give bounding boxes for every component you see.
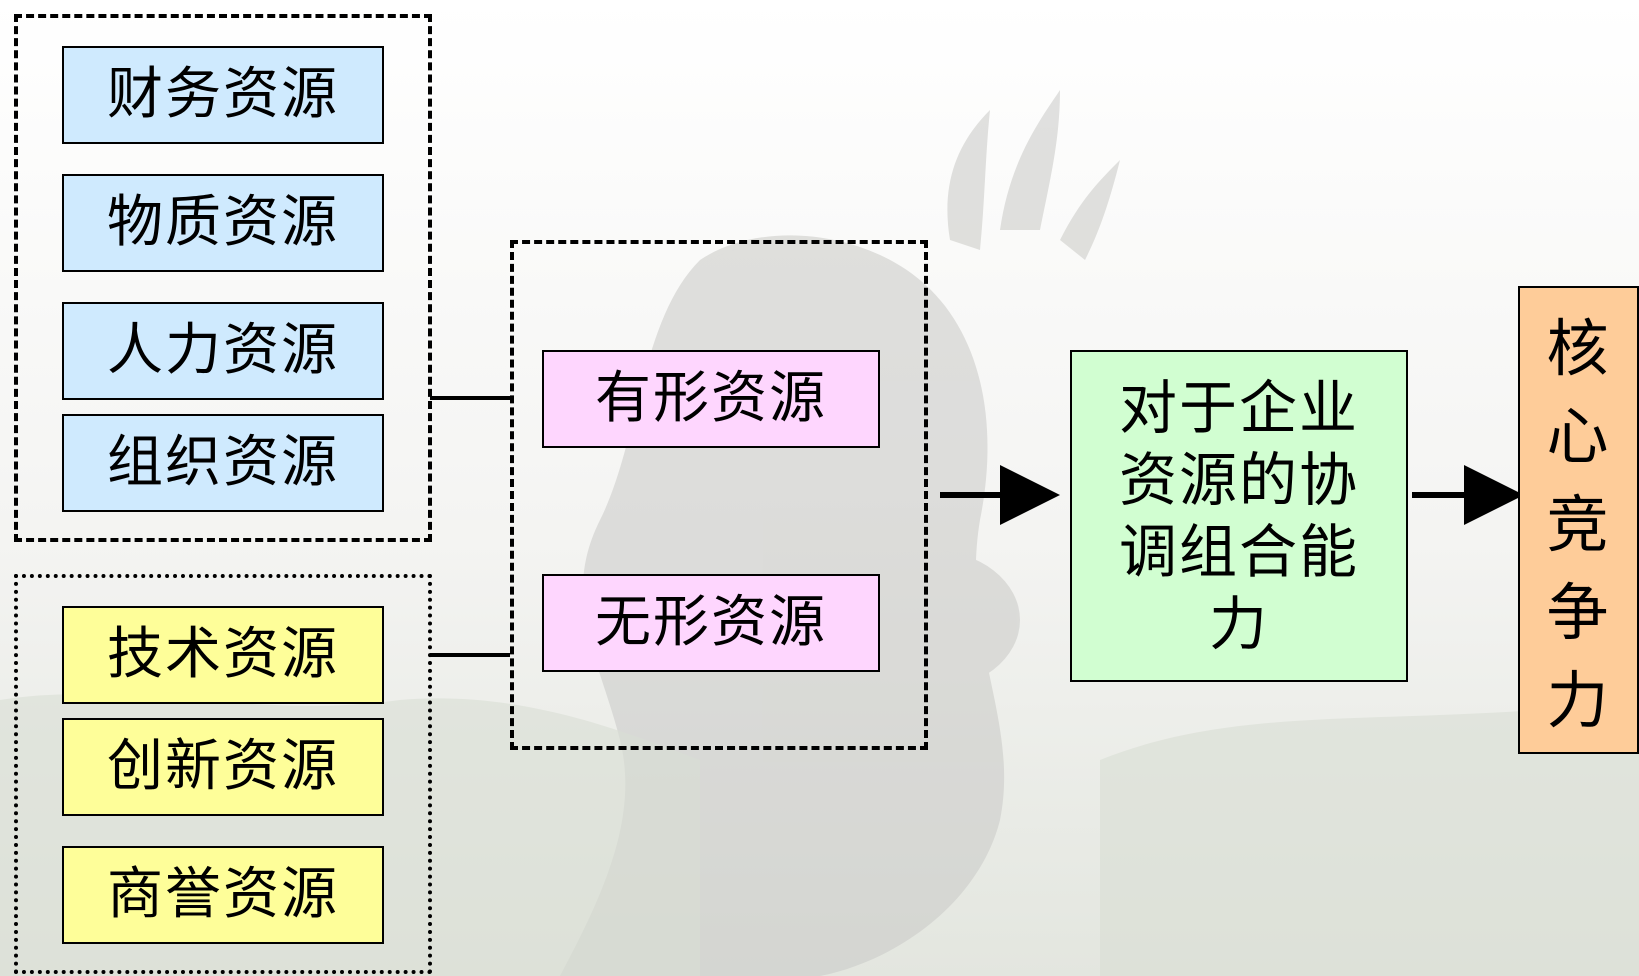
source-physical: 物质资源 xyxy=(62,174,384,272)
core-char: 竞 xyxy=(1546,488,1611,561)
source-reputation: 商誉资源 xyxy=(62,846,384,944)
source-innovation: 创新资源 xyxy=(62,718,384,816)
intangible-resources-box: 无形资源 xyxy=(542,574,880,672)
source-human: 人力资源 xyxy=(62,302,384,400)
core-char: 力 xyxy=(1546,664,1611,737)
capability-line: 力 xyxy=(1208,590,1269,658)
source-organizational: 组织资源 xyxy=(62,414,384,512)
capability-line: 调组合能 xyxy=(1118,518,1359,586)
source-financial: 财务资源 xyxy=(62,46,384,144)
core-char: 争 xyxy=(1546,576,1611,649)
intangible-sources-group xyxy=(14,574,432,974)
core-char: 心 xyxy=(1546,400,1611,473)
capability-line: 对于企业 xyxy=(1118,374,1359,442)
coordination-capability-box: 对于企业 资源的协 调组合能 力 xyxy=(1070,350,1408,682)
capability-line: 资源的协 xyxy=(1118,446,1359,514)
tangible-resources-box: 有形资源 xyxy=(542,350,880,448)
tangible-sources-group xyxy=(14,14,432,542)
core-competitiveness-box: 核 心 竞 争 力 xyxy=(1518,286,1639,754)
source-technology: 技术资源 xyxy=(62,606,384,704)
resource-types-group xyxy=(510,240,928,750)
core-char: 核 xyxy=(1546,312,1611,385)
